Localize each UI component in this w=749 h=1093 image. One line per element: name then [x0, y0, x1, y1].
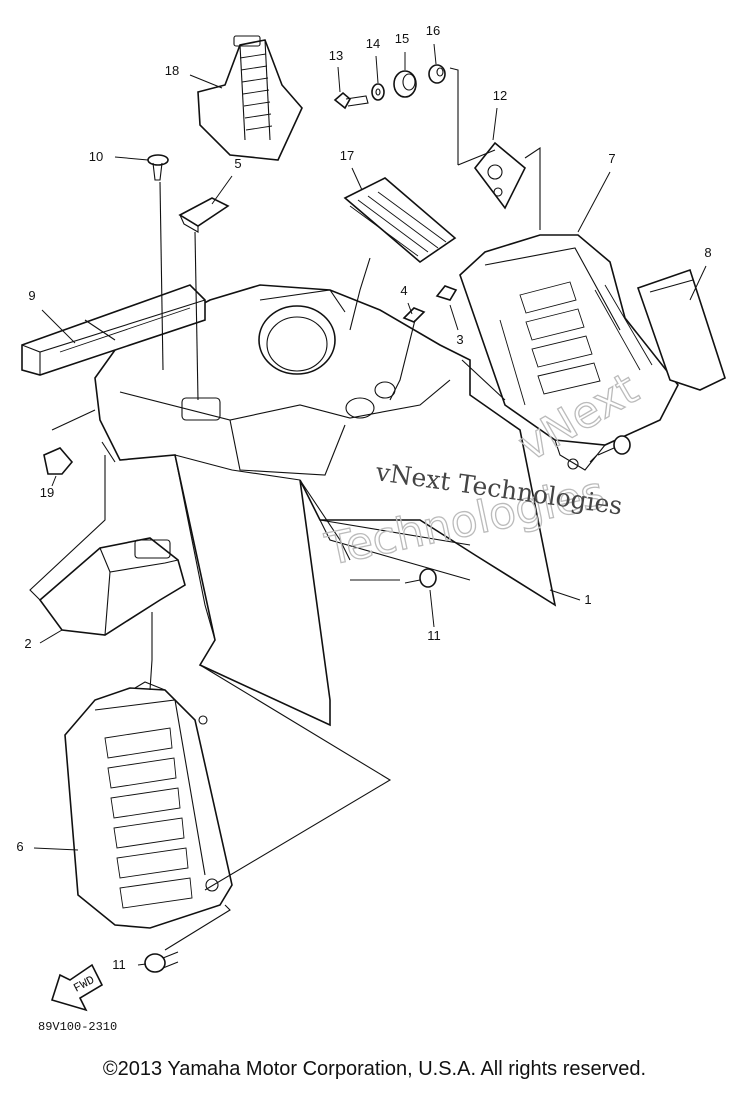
part-10-fastener [147, 154, 169, 181]
part-19-clip [43, 447, 74, 475]
callout-1: 1 [584, 592, 591, 607]
part-16-grommet [428, 64, 446, 84]
part-17-floor-mat [343, 177, 457, 264]
part-3-clip [435, 285, 458, 301]
callout-17: 17 [340, 148, 354, 163]
part-11-bolt-upper [597, 435, 631, 456]
part-7-right-side-panel [459, 234, 679, 471]
part-9-side-rail [21, 284, 206, 376]
callout-18: 18 [165, 63, 179, 78]
callout-2: 2 [24, 636, 31, 651]
part-6-left-side-panel [64, 681, 233, 929]
part-11-bolt-middle [404, 568, 437, 588]
callout-14: 14 [366, 36, 380, 51]
drawing-code: 89V100-2310 [38, 1020, 117, 1034]
part-4-clip [402, 307, 426, 323]
callout-6: 6 [16, 839, 23, 854]
fwd-arrow: FWD [50, 963, 104, 1012]
part-2-lower-trim [38, 537, 186, 636]
part-15-collar [393, 70, 417, 98]
callout-11: 11 [427, 628, 441, 643]
leader-lines [33, 43, 707, 966]
callout-8: 8 [704, 245, 711, 260]
part-1-main-panel [94, 284, 557, 727]
part-12-bracket [473, 141, 526, 210]
callout-11: 11 [112, 957, 126, 972]
part-14-washer [371, 83, 385, 101]
left-panel-louvers [104, 727, 193, 909]
callout-4: 4 [400, 283, 407, 298]
part-8-panel-insert [636, 268, 726, 391]
callout-19: 19 [40, 485, 54, 500]
callout-13: 13 [329, 48, 343, 63]
part-11-bolt-lower [144, 951, 179, 973]
callout-7: 7 [608, 151, 615, 166]
copyright-notice: ©2013 Yamaha Motor Corporation, U.S.A. A… [102, 1058, 647, 1080]
callout-5: 5 [234, 156, 241, 171]
callout-16: 16 [426, 23, 440, 38]
callout-10: 10 [89, 149, 103, 164]
assembly-lines [29, 67, 598, 951]
callout-15: 15 [395, 31, 409, 46]
part-18-shift-boot [197, 35, 303, 161]
part-13-bolt [333, 91, 369, 110]
right-panel-louvers [499, 281, 653, 406]
part-5-cover [178, 197, 230, 233]
callout-3: 3 [456, 332, 463, 347]
callout-9: 9 [28, 288, 35, 303]
callout-12: 12 [493, 88, 507, 103]
